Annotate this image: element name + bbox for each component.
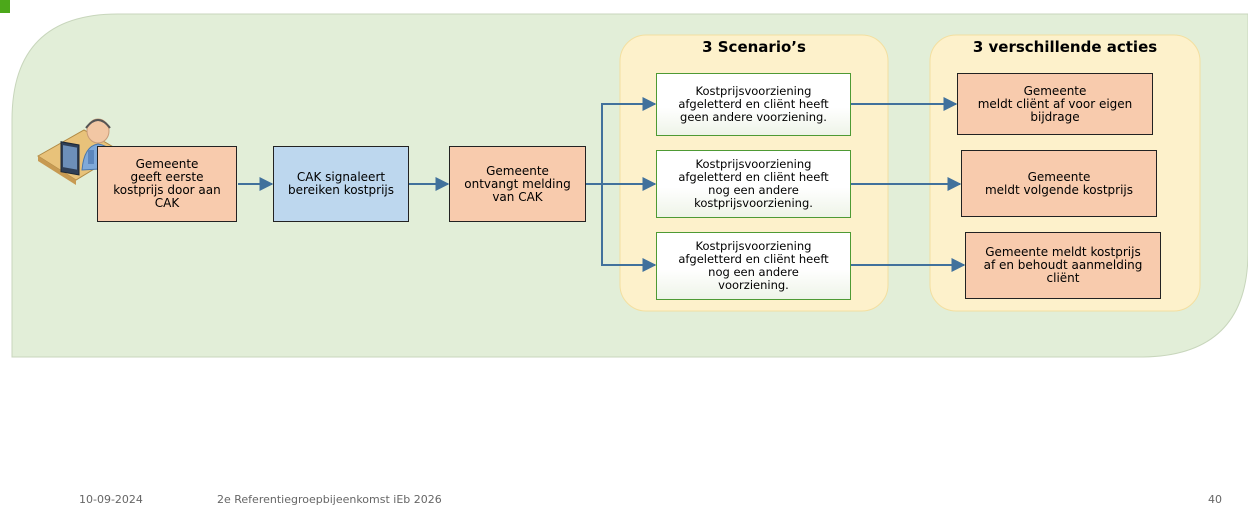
start-step-box: Gemeente geeft eerste kostprijs door aan… [97,146,237,222]
footer-title: 2e Referentiegroepbijeenkomst iEb 2026 [217,493,442,506]
scenario-box-1: Kostprijsvoorziening afgeletterd en clië… [656,73,851,136]
receive-notification-box: Gemeente ontvangt melding van CAK [449,146,586,222]
actions-title: 3 verschillende acties [972,38,1158,56]
action-box-1: Gemeente meldt cliënt af voor eigen bijd… [957,73,1153,135]
scenario-label-1: Kostprijsvoorziening afgeletterd en clië… [678,84,829,124]
footer-date: 10-09-2024 [79,493,143,506]
start-step-label: Gemeente geeft eerste kostprijs door aan… [113,157,221,210]
page-number: 40 [1208,493,1222,506]
corner-accent-mark [0,0,10,13]
scenario-label-2: Kostprijsvoorziening afgeletterd en clië… [678,157,829,210]
arrow-branch-to-scenario-3 [601,184,657,272]
scenario-box-2: Kostprijsvoorziening afgeletterd en clië… [656,150,851,218]
action-label-3: Gemeente meldt kostprijs af en behoudt a… [983,245,1143,285]
action-label-2: Gemeente meldt volgende kostprijs [984,169,1134,197]
scenarios-title: 3 Scenario’s [702,38,806,56]
action-label-1: Gemeente meldt cliënt af voor eigen bijd… [977,83,1133,124]
scenario-label-3: Kostprijsvoorziening afgeletterd en clië… [678,239,829,292]
cak-signal-label: CAK signaleert bereiken kostprijs [287,170,394,197]
action-box-3: Gemeente meldt kostprijs af en behoudt a… [965,232,1161,299]
scenario-box-3: Kostprijsvoorziening afgeletterd en clië… [656,232,851,300]
receive-notification-label: Gemeente ontvangt melding van CAK [464,163,571,204]
cak-signal-box: CAK signaleert bereiken kostprijs [273,146,409,222]
action-box-2: Gemeente meldt volgende kostprijs [961,150,1157,217]
